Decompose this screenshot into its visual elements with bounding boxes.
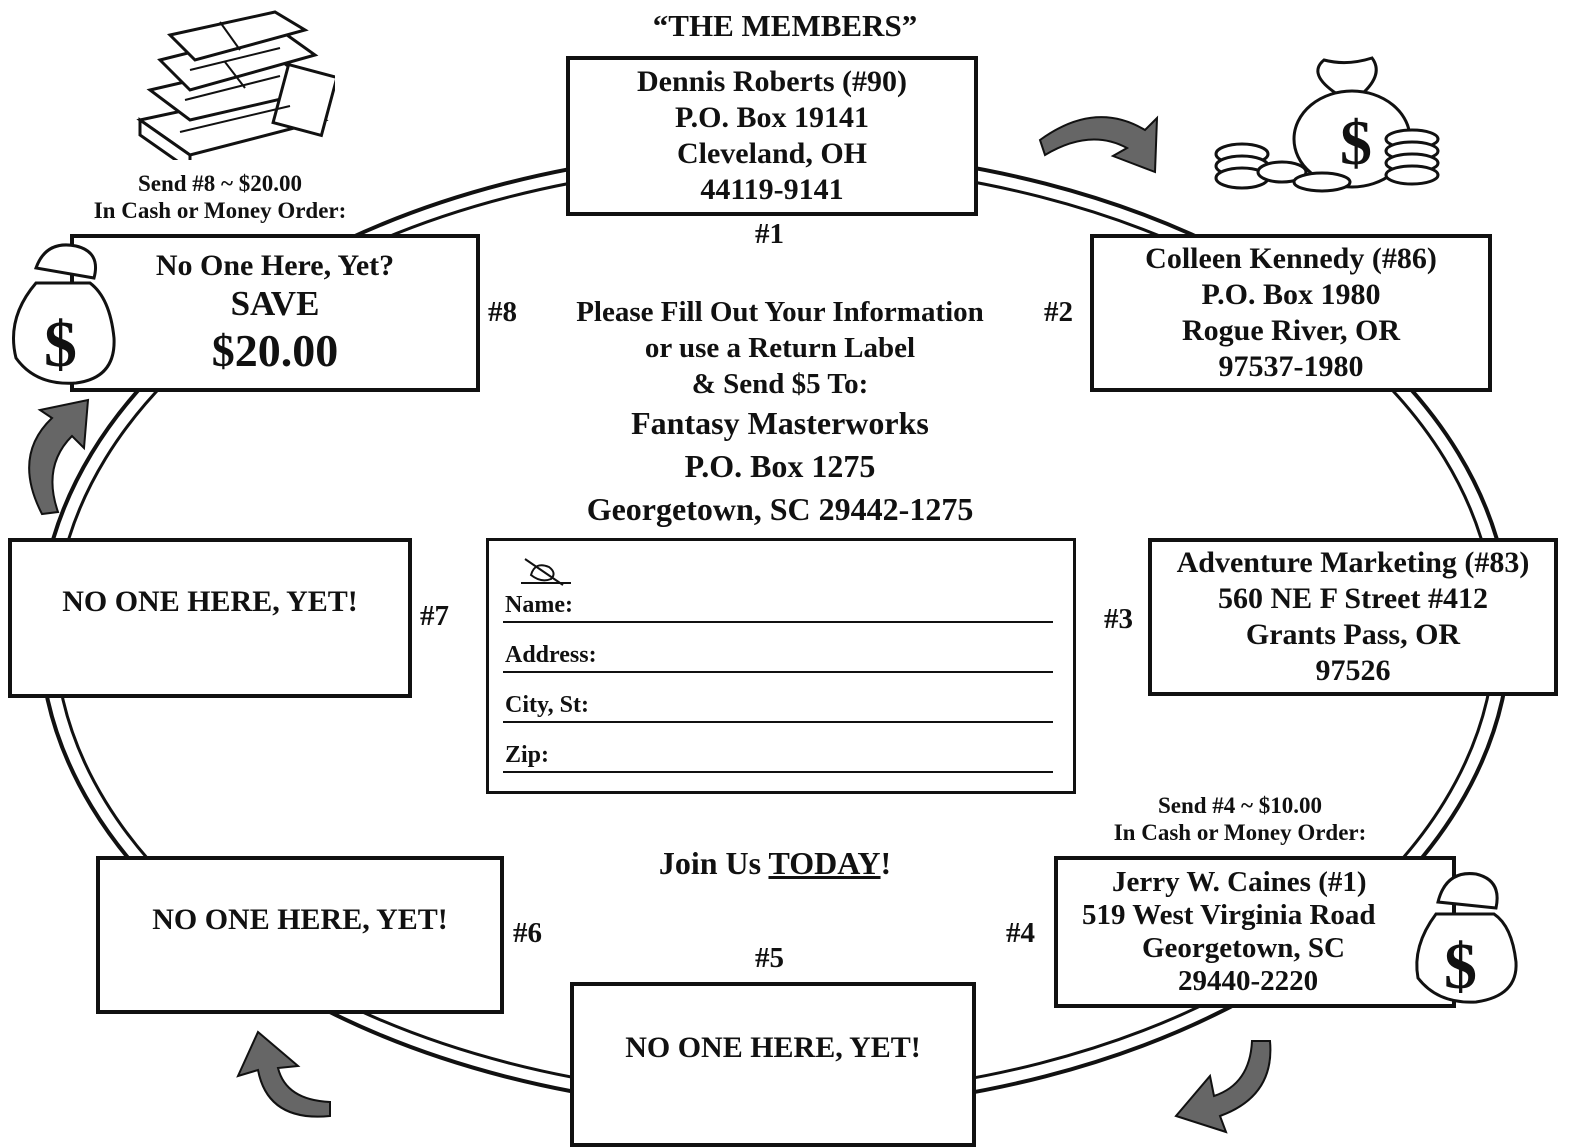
member-box-6: NO ONE HERE, YET! [96, 856, 504, 1014]
form-address-field[interactable]: Address: [503, 623, 1053, 673]
member-4-city: Georgetown, SC [1142, 932, 1345, 964]
position-7-label: #7 [420, 600, 449, 632]
member-7-empty: NO ONE HERE, YET! [62, 585, 358, 618]
send-8-method: In Cash or Money Order: [93, 198, 347, 223]
curved-arrow-icon [1038, 115, 1159, 174]
recipient-city: Georgetown, SC 29442-1275 [586, 491, 974, 527]
member-box-8: No One Here, Yet? SAVE $20.00 [70, 234, 480, 392]
join-today: TODAY [768, 845, 881, 881]
info-form: Name: Address: City, St: Zip: [486, 538, 1076, 794]
member-4-name: Jerry W. Caines (#1) [1112, 866, 1367, 898]
curved-arrow-icon [236, 1030, 331, 1118]
join-us-text: Join Us TODAY! [590, 845, 960, 882]
position-6-label: #6 [513, 917, 542, 949]
zip-label: Zip: [505, 742, 550, 768]
position-2-label: #2 [1044, 296, 1073, 328]
member-2-zip: 97537-1980 [1218, 350, 1364, 383]
instructions: Please Fill Out Your Information or use … [540, 294, 1020, 531]
curved-arrow-icon [28, 398, 90, 516]
send-4-amount: Send #4 ~ $10.00 [1157, 793, 1323, 818]
form-name-field[interactable]: Name: [503, 573, 1053, 623]
member-1-address: P.O. Box 19141 [675, 101, 869, 134]
instructions-line-2: or use a Return Label [644, 332, 916, 364]
member-4-zip: 29440-2220 [1178, 965, 1319, 997]
member-4-address: 519 West Virginia Road [1082, 899, 1376, 931]
money-stack-icon [136, 10, 335, 160]
member-2-address: P.O. Box 1980 [1201, 278, 1381, 311]
member-2-name: Colleen Kennedy (#86) [1145, 242, 1437, 275]
member-3-zip: 97526 [1315, 654, 1391, 687]
position-5-label: #5 [755, 942, 784, 974]
instructions-line-1: Please Fill Out Your Information [576, 296, 984, 328]
position-4-label: #4 [1006, 917, 1035, 949]
position-3-label: #3 [1104, 603, 1133, 635]
svg-text:$: $ [44, 308, 77, 381]
send-4-note: Send #4 ~ $10.00 In Cash or Money Order: [1060, 792, 1420, 846]
svg-text:$: $ [1340, 107, 1372, 178]
recipient-address: P.O. Box 1275 [684, 448, 876, 484]
member-8-save: SAVE [230, 284, 320, 323]
address-label: Address: [505, 642, 597, 668]
position-8-label: #8 [488, 296, 517, 328]
member-1-city: Cleveland, OH [676, 137, 867, 170]
member-8-empty: No One Here, Yet? [155, 249, 395, 282]
member-box-2: Colleen Kennedy (#86) P.O. Box 1980 Rogu… [1090, 234, 1492, 392]
pen-hand-icon [521, 558, 571, 586]
member-8-amount: $20.00 [211, 325, 339, 376]
member-5-empty: NO ONE HERE, YET! [625, 1031, 921, 1064]
join-prefix: Join Us [658, 845, 769, 881]
member-box-3: Adventure Marketing (#83) 560 NE F Stree… [1148, 538, 1558, 696]
member-1-name: Dennis Roberts (#90) [637, 65, 907, 98]
send-8-amount: Send #8 ~ $20.00 [137, 171, 303, 196]
member-3-address: 560 NE F Street #412 [1218, 582, 1488, 615]
member-box-7: NO ONE HERE, YET! [8, 538, 412, 698]
recipient-name: Fantasy Masterworks [631, 405, 929, 441]
curved-arrow-icon [1174, 1040, 1272, 1134]
name-label: Name: [505, 592, 573, 618]
page-title: “THE MEMBERS” [652, 8, 918, 43]
instructions-line-3: & Send $5 To: [691, 368, 869, 400]
member-3-city: Grants Pass, OR [1245, 618, 1461, 651]
svg-text:$: $ [1444, 930, 1477, 1003]
position-1-label: #1 [755, 218, 784, 250]
money-bag-coins-icon: $ [1214, 56, 1440, 193]
member-box-4: Jerry W. Caines (#1) 519 West Virginia R… [1054, 856, 1456, 1008]
send-4-method: In Cash or Money Order: [1113, 820, 1367, 845]
join-suffix: ! [880, 845, 892, 881]
form-city-field[interactable]: City, St: [503, 673, 1053, 723]
member-3-name: Adventure Marketing (#83) [1176, 546, 1530, 579]
member-box-1: Dennis Roberts (#90) P.O. Box 19141 Clev… [566, 56, 978, 216]
city-label: City, St: [505, 692, 589, 718]
member-box-5: NO ONE HERE, YET! [570, 982, 976, 1147]
member-2-city: Rogue River, OR [1181, 314, 1401, 347]
member-1-zip: 44119-9141 [700, 173, 844, 206]
money-bag-icon: $ [12, 243, 116, 385]
form-zip-field[interactable]: Zip: [503, 723, 1053, 773]
send-8-note: Send #8 ~ $20.00 In Cash or Money Order: [40, 170, 400, 224]
member-6-empty: NO ONE HERE, YET! [152, 903, 448, 936]
money-bag-icon: $ [1415, 872, 1518, 1004]
